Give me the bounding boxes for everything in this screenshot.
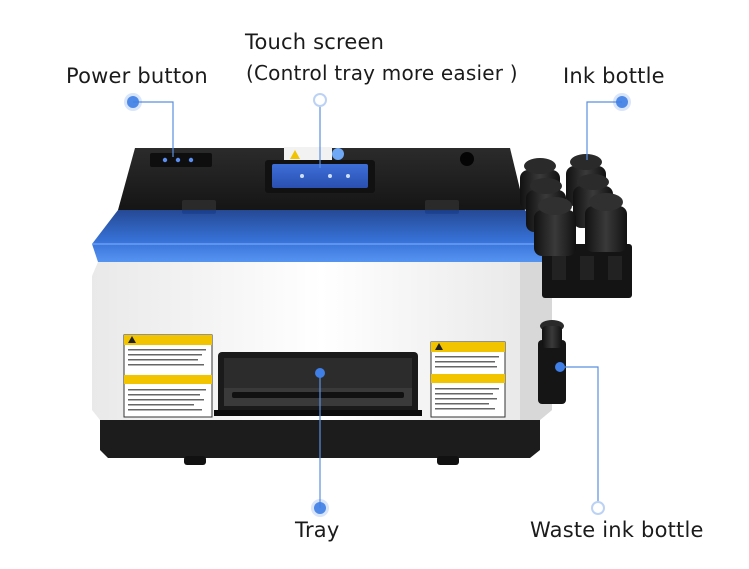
top-housing [118,147,525,214]
waste-ink-dot-bottom [591,501,605,515]
blue-lid [92,210,552,262]
waste-ink-dot-top [555,362,565,372]
touch-screen-display [272,164,368,188]
tray-dot-bottom [314,502,326,514]
touch-screen-note-label: (Control tray more easier ) [246,61,518,85]
callout-lines [133,100,622,508]
tray-dot-top [315,368,325,378]
power-button-label: Power button [66,64,208,88]
waste-ink-bottle-label: Waste ink bottle [530,518,704,542]
warning-sticker-left [123,334,213,418]
waste-ink-bottle [538,320,566,404]
callout-dots [124,93,631,517]
ink-port-hole [460,152,474,166]
power-button-panel [150,153,212,167]
touch-screen-label: Touch screen [245,30,385,54]
power-button-dot [127,96,139,108]
ink-bottle-label: Ink bottle [563,64,665,88]
warning-sticker-right [430,341,506,418]
ink-bottle-dot [616,96,628,108]
ink-bottle-holder [542,244,632,298]
tray-label: Tray [295,518,340,542]
ink-bottles [520,154,627,256]
touch-screen-dot [313,93,327,107]
tray-opening [214,352,422,416]
